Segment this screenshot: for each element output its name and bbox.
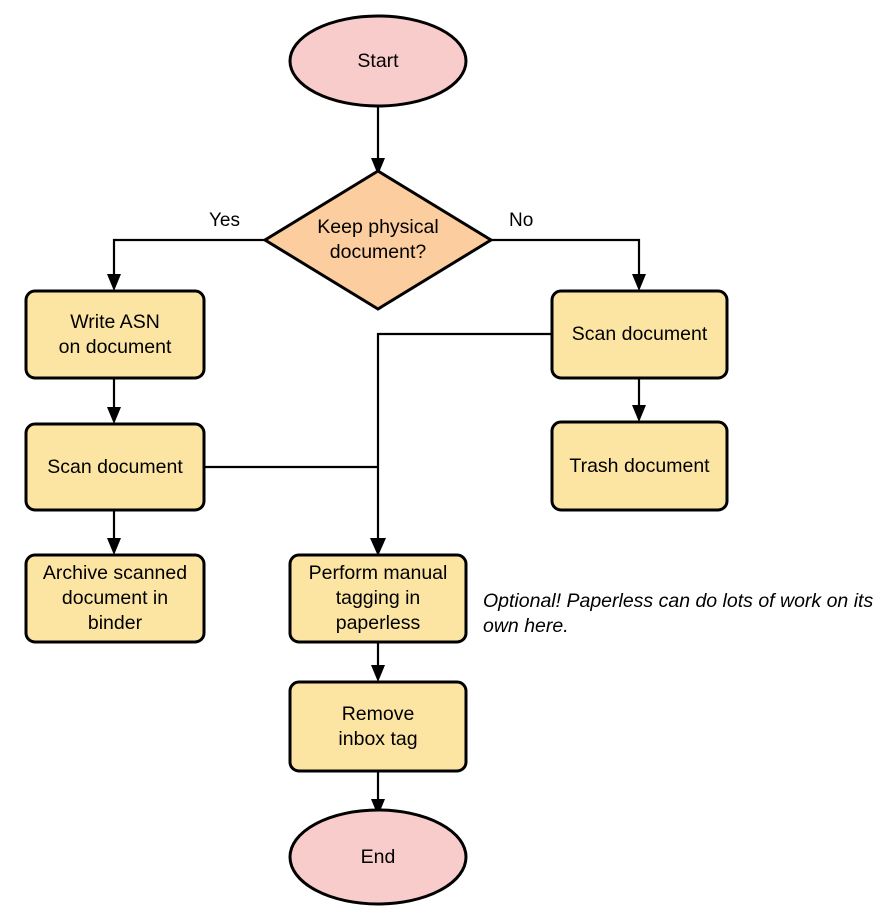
edge-scan-left-to-archive <box>107 509 121 555</box>
arrow-head-icon <box>107 407 121 424</box>
node-scan-left-shape[interactable] <box>24 422 206 512</box>
node-remove-inbox-shape[interactable] <box>288 680 468 773</box>
node-archive-shape[interactable] <box>24 553 206 644</box>
edge-label-yes: Yes <box>209 210 240 231</box>
arrow-head-icon <box>370 538 386 556</box>
edge-scan-right-to-trash <box>632 377 646 422</box>
arrow-head-icon <box>632 405 646 422</box>
edge-decision-to-write-asn <box>107 238 265 291</box>
node-write-asn-shape[interactable] <box>24 289 206 380</box>
node-end-shape[interactable] <box>288 808 468 906</box>
edge-start-to-decision <box>371 105 385 175</box>
arrow-head-icon <box>371 665 385 682</box>
arrow-head-icon <box>371 799 385 816</box>
edge-write-asn-to-scan-left <box>107 377 121 424</box>
node-trash-shape[interactable] <box>550 420 729 512</box>
node-manual-tag-shape[interactable] <box>288 553 468 644</box>
arrow-head-icon <box>107 274 121 291</box>
edge-manual-tag-to-remove-inbox <box>371 641 385 682</box>
edge-scan-right-to-manual-tag <box>370 332 552 556</box>
arrow-head-icon <box>632 274 646 291</box>
arrow-head-icon <box>107 538 121 555</box>
edge-decision-to-scan-right <box>491 238 646 291</box>
edge-label-no: No <box>509 210 534 231</box>
node-scan-right-shape[interactable] <box>550 289 729 380</box>
optional-note: Optional! Paperless can do lots of work … <box>483 590 874 637</box>
node-start-shape[interactable] <box>288 14 468 108</box>
arrow-head-icon <box>371 158 385 175</box>
edge-remove-inbox-to-end <box>371 771 385 816</box>
node-decision-shape[interactable] <box>262 169 494 311</box>
